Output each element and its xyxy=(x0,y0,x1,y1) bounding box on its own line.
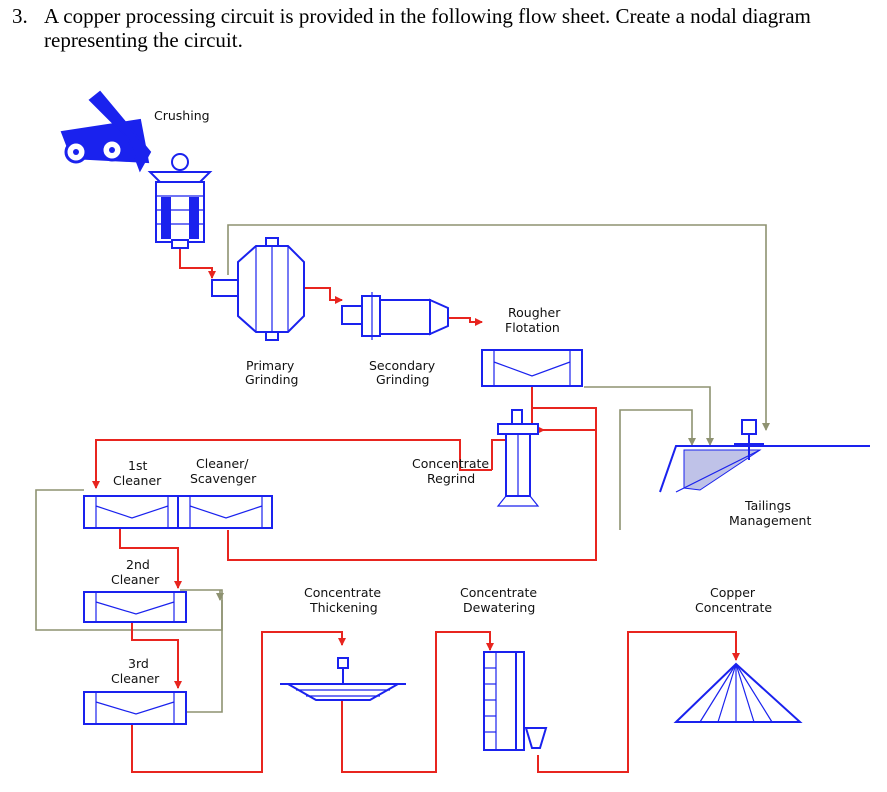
label-concentrate-regrind-2: Regrind xyxy=(427,471,475,486)
label-primary-grinding-1: Primary xyxy=(246,358,295,373)
label-second-cleaner-1: 2nd xyxy=(126,557,150,572)
label-copper-concentrate-1: Copper xyxy=(710,585,756,600)
second-cleaner-cell-icon xyxy=(83,591,187,623)
label-concentrate-dewatering-1: Concentrate xyxy=(460,585,537,600)
stockpile-icon xyxy=(673,662,803,723)
label-primary-grinding-2: Grinding xyxy=(245,372,299,387)
label-third-cleaner-1: 3rd xyxy=(128,656,149,671)
third-cleaner-cell-icon xyxy=(83,691,187,725)
label-secondary-grinding-2: Grinding xyxy=(376,372,430,387)
label-concentrate-thickening-1: Concentrate xyxy=(304,585,381,600)
label-cleaner-scavenger-2: Scavenger xyxy=(190,471,257,486)
question-line-2: representing the circuit. xyxy=(44,28,243,52)
primary-mill-icon xyxy=(211,237,305,341)
gyratory-crusher-icon xyxy=(147,153,213,249)
label-concentrate-thickening-2: Thickening xyxy=(309,600,378,615)
secondary-mill-icon xyxy=(341,292,449,340)
filter-press-icon xyxy=(483,651,548,751)
question-number: 3. xyxy=(12,4,28,28)
haul-truck-icon xyxy=(60,90,152,173)
regrind-mill-icon xyxy=(496,409,540,507)
label-third-cleaner-2: Cleaner xyxy=(111,671,160,686)
label-copper-concentrate-2: Concentrate xyxy=(695,600,772,615)
label-rougher-flotation-1: Rougher xyxy=(508,305,561,320)
label-tailings-management-2: Management xyxy=(729,513,811,528)
rougher-flotation-cell-icon xyxy=(481,349,583,387)
concentrate-flows xyxy=(92,248,740,773)
label-tailings-management-1: Tailings xyxy=(744,498,791,513)
thickener-icon xyxy=(280,657,406,701)
label-crushing: Crushing xyxy=(154,108,210,123)
question-text: 3. A copper processing circuit is provide… xyxy=(12,4,872,52)
tailings-dam-icon xyxy=(659,419,870,493)
label-rougher-flotation-2: Flotation xyxy=(505,320,560,335)
cleaner-scavenger-cell-icon xyxy=(177,495,273,529)
label-secondary-grinding-1: Secondary xyxy=(369,358,436,373)
label-concentrate-regrind-1: Concentrate xyxy=(412,456,489,471)
label-concentrate-dewatering-2: Dewatering xyxy=(463,600,535,615)
label-first-cleaner-1: 1st xyxy=(128,458,147,473)
label-second-cleaner-2: Cleaner xyxy=(111,572,160,587)
label-cleaner-scavenger-1: Cleaner/ xyxy=(196,456,249,471)
label-first-cleaner-2: Cleaner xyxy=(113,473,162,488)
first-cleaner-cell-icon xyxy=(83,495,179,529)
question-line-1: A copper processing circuit is provided … xyxy=(44,4,811,28)
